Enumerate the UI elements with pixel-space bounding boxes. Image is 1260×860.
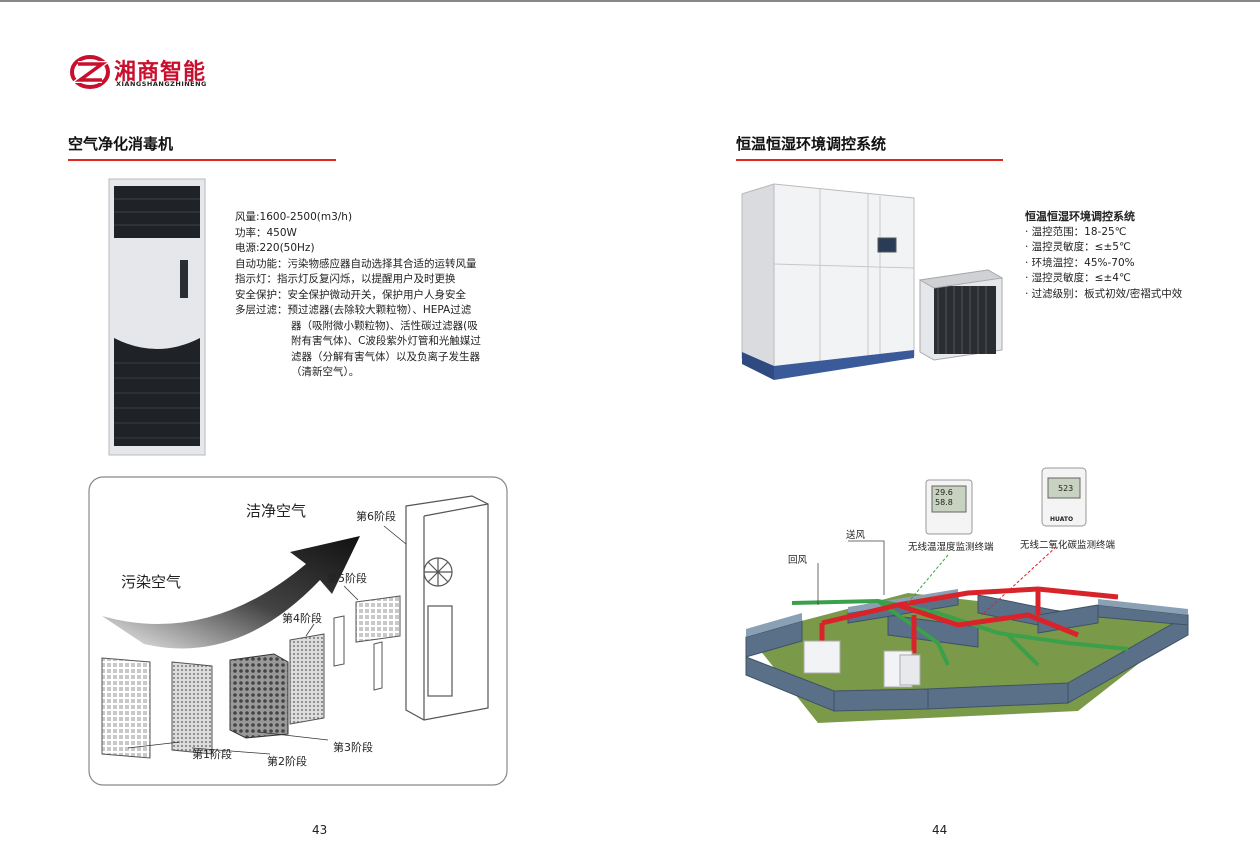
stage-3-label: 第3阶段	[333, 741, 373, 754]
right-title-rule	[736, 159, 1003, 161]
brand-logo: 湘商智能 XIANGSHANGZHINENG	[70, 52, 270, 92]
temp-humidity-terminal-icon	[925, 479, 973, 535]
brand-logo-icon	[70, 55, 110, 89]
ventilation-diagram	[745, 540, 1189, 723]
stage-5-label: 第5阶段	[327, 572, 367, 585]
spec-power: 功率：450W	[235, 226, 297, 239]
spec-auto-function: 自动功能：污染物感应器自动选择其合适的运转风量	[235, 257, 477, 270]
spec-filter-grade: · 过滤级别：板式初效/密褶式中效	[1025, 287, 1183, 300]
spec-filtration-cont: 滤器（分解有害气体）以及负离子发生器	[291, 350, 480, 363]
spec-filtration-cont: 附有害气体)、C波段紫外灯管和光触媒过	[291, 335, 481, 347]
left-section-title: 空气净化消毒机	[68, 135, 174, 153]
return-air-label: 回风	[788, 555, 808, 566]
filtration-diagram	[88, 476, 508, 786]
stage-4-label: 第4阶段	[282, 612, 322, 625]
spec-filtration-cont: 器（吸附微小颗粒物)、活性碳过滤器(吸	[291, 319, 478, 332]
left-title-rule	[68, 159, 336, 161]
terminal-2-label: 无线二氧化碳监测终端	[1020, 540, 1116, 551]
terminal-2-reading: 523	[1058, 484, 1074, 493]
spec-temp-sensitivity: · 温控灵敏度：≤±5℃	[1025, 241, 1131, 253]
stage-1-label: 第1阶段	[192, 748, 232, 761]
terminal-2-brand: HUATO	[1050, 516, 1074, 523]
terminal-1-label: 无线温湿度监测终端	[908, 542, 994, 553]
air-purifier-image	[108, 178, 206, 456]
top-border	[0, 0, 1260, 2]
brand-name: 湘商智能	[114, 60, 207, 85]
stage-1-filter	[101, 657, 151, 759]
spec-indicator: 指示灯：指示灯反复闪烁，以提醒用户及时更换	[235, 273, 456, 285]
co2-terminal-icon	[1041, 467, 1087, 527]
spec-filtration: 多层过滤：预过滤器(去除较大颗粒物）、HEPA过滤	[235, 304, 472, 316]
left-spec-list: 风量:1600-2500(m3/h) 功率：450W 电源:220(50Hz) …	[235, 210, 481, 381]
spec-safety: 安全保护：安全保护微动开关，保护用户人身安全	[235, 288, 466, 301]
spec-env-control: · 环境温控：45%-70%	[1025, 256, 1135, 269]
brand-subtitle: XIANGSHANGZHINENG	[116, 80, 207, 88]
spec-airflow: 风量:1600-2500(m3/h)	[235, 211, 353, 223]
supply-air-label: 送风	[846, 530, 866, 541]
right-spec-list: 恒温恒湿环境调控系统 · 温控范围：18-25℃ · 温控灵敏度：≤±5℃ · …	[1025, 209, 1182, 302]
spec-filtration-cont: （清新空气）。	[291, 366, 360, 378]
stage-2-label: 第2阶段	[267, 755, 307, 768]
climate-unit-image	[741, 183, 1004, 380]
spec-temp-range: · 温控范围：18-25℃	[1025, 225, 1127, 238]
spec-humidity-sensitivity: · 湿控灵敏度：≤±4℃	[1025, 272, 1131, 284]
page-number-right: 44	[932, 823, 948, 837]
terminal-1-reading-b: 58.8	[935, 498, 953, 507]
page-number-left: 43	[312, 823, 328, 837]
terminal-1-reading-a: 29.6	[935, 488, 953, 497]
spec-voltage: 电源:220(50Hz)	[235, 242, 315, 254]
clean-air-label: 洁净空气	[246, 502, 307, 520]
right-section-title: 恒温恒湿环境调控系统	[736, 135, 887, 153]
stage-6-label: 第6阶段	[356, 510, 396, 523]
right-spec-title: 恒温恒湿环境调控系统	[1025, 210, 1135, 223]
polluted-air-label: 污染空气	[121, 573, 182, 591]
